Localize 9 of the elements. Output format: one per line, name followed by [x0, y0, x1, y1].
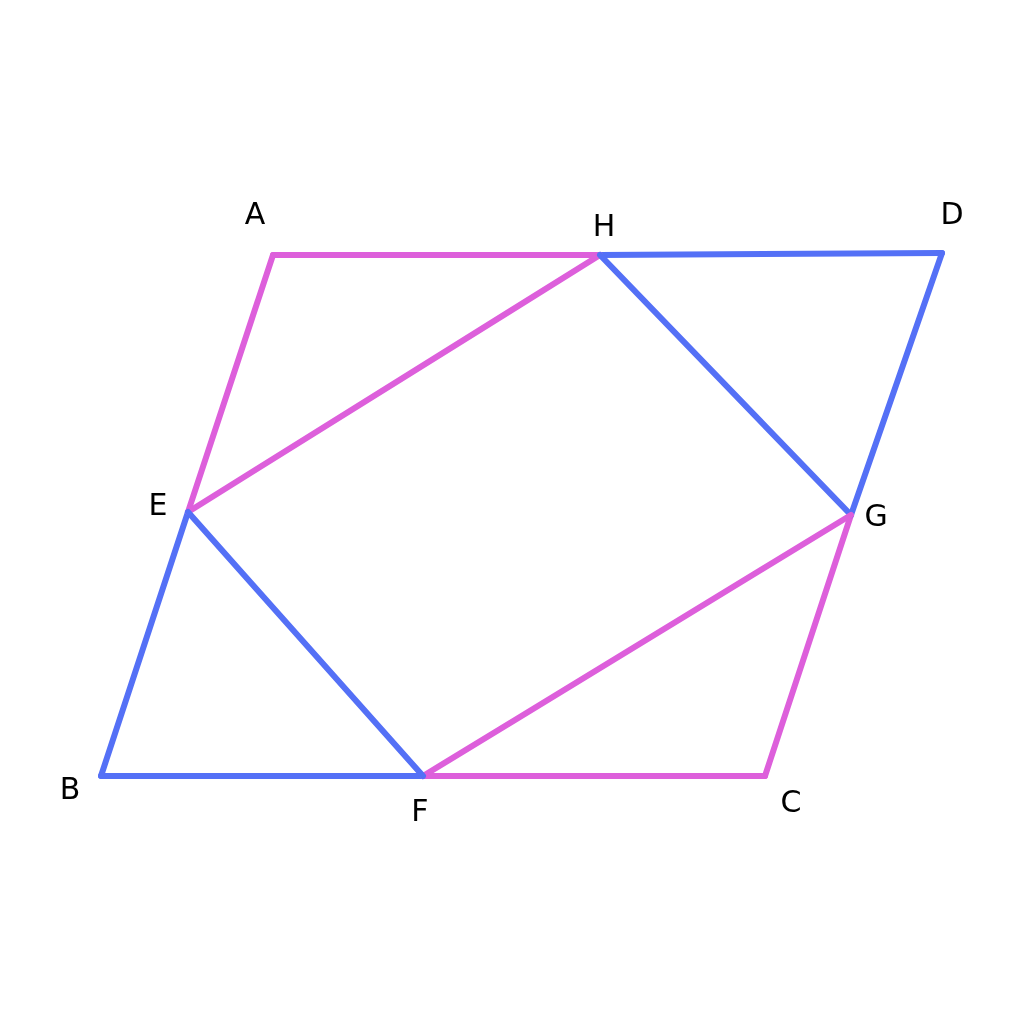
line-segment: [185, 509, 426, 779]
point-label: B: [59, 774, 81, 804]
point-label: A: [244, 199, 266, 229]
point-label: F: [411, 796, 429, 826]
point-label: E: [148, 490, 168, 520]
point-label: D: [940, 199, 964, 229]
point-label: G: [864, 501, 888, 531]
point-label: H: [592, 211, 616, 241]
point-label: C: [780, 787, 802, 817]
